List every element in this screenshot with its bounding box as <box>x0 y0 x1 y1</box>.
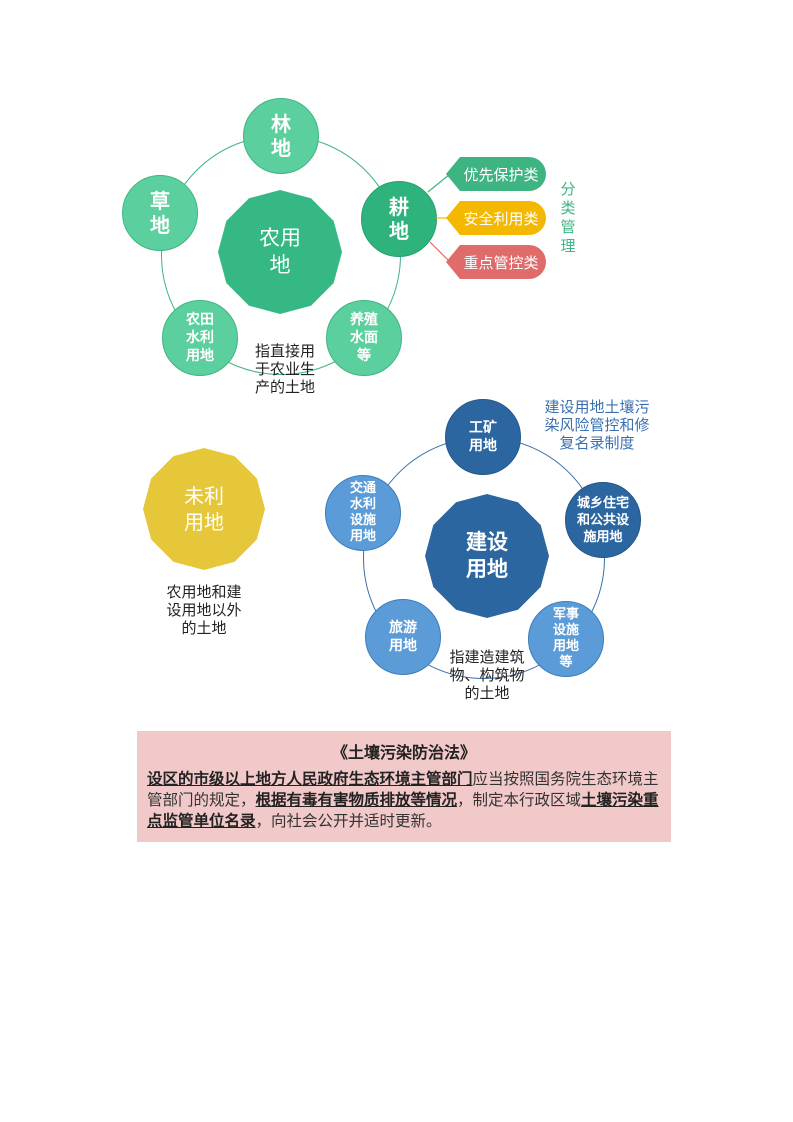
law-emphasis-list: 土壤污染重点监管单位名录 <box>147 791 659 830</box>
category-priority-protection: 优先保护类 <box>446 157 546 191</box>
cultivated-label: 耕 地 <box>389 195 409 243</box>
construction-center-node: 建设 用地 <box>425 494 549 618</box>
agri-center-label: 农用 地 <box>259 226 301 277</box>
category-safe-use: 安全利用类 <box>446 201 546 235</box>
category-strict-control: 重点管控类 <box>446 245 546 279</box>
law-excerpt-box: 《土壤污染防治法》 设区的市级以上地方人民政府生态环境主管部门应当按照国务院生态… <box>137 731 671 842</box>
forest-label: 林 地 <box>271 112 291 160</box>
urban-label: 城乡住宅 和公共设 施用地 <box>576 495 629 545</box>
law-emphasis-authority: 设区的市级以上地方人民政府生态环境主管部门 <box>147 770 473 788</box>
law-title: 《土壤污染防治法》 <box>331 743 476 762</box>
law-text: ，向社会公开并适时更新。 <box>255 812 442 830</box>
construction-note: 建设用地土壤污 染风险管控和修 复名录制度 <box>544 398 650 452</box>
tourism-node: 旅游 用地 <box>365 599 441 675</box>
unused-caption: 农用地和建 设用地以外 的土地 <box>166 583 242 637</box>
military-node: 军事 设施 用地 等 <box>528 601 604 677</box>
law-emphasis-basis: 根据有毒有害物质排放等情况 <box>255 791 458 809</box>
construction-caption: 指建造建筑 物、构筑物 的土地 <box>449 648 525 702</box>
transport-label: 交通 水利 设施 用地 <box>349 481 376 544</box>
grass-node: 草 地 <box>122 175 198 251</box>
category-management-title: 分 类 管 理 <box>560 180 576 255</box>
law-body: 设区的市级以上地方人民政府生态环境主管部门应当按照国务院生态环境主管部门的规定，… <box>147 769 661 832</box>
industrial-label: 工矿 用地 <box>469 420 497 454</box>
law-text: 应当按照国务院生态环境主管部门的规定， <box>147 770 659 809</box>
unused-center-label: 未利 用地 <box>184 484 224 534</box>
category-label: 重点管控类 <box>463 253 539 272</box>
aquaculture-label: 养殖 水面 等 <box>350 312 378 364</box>
irrigation-label: 农田 水利 用地 <box>186 312 214 364</box>
irrigation-node: 农田 水利 用地 <box>162 300 238 376</box>
grass-label: 草 地 <box>150 189 170 237</box>
industrial-node: 工矿 用地 <box>445 399 521 475</box>
aquaculture-node: 养殖 水面 等 <box>326 300 402 376</box>
agri-center-node: 农用 地 <box>218 190 342 314</box>
unused-center-node: 未利 用地 <box>143 448 265 570</box>
military-label: 军事 设施 用地 等 <box>552 607 579 670</box>
urban-node: 城乡住宅 和公共设 施用地 <box>565 482 641 558</box>
transport-node: 交通 水利 设施 用地 <box>325 475 401 551</box>
law-text: ，制定本行政区域 <box>457 791 582 809</box>
category-label: 优先保护类 <box>463 165 539 184</box>
cultivated-node: 耕 地 <box>361 181 437 257</box>
construction-center-label: 建设 用地 <box>466 530 508 581</box>
forest-node: 林 地 <box>243 98 319 174</box>
agri-caption: 指直接用 于农业生 产的土地 <box>254 342 315 396</box>
category-label: 安全利用类 <box>463 209 539 228</box>
tourism-label: 旅游 用地 <box>389 620 417 654</box>
